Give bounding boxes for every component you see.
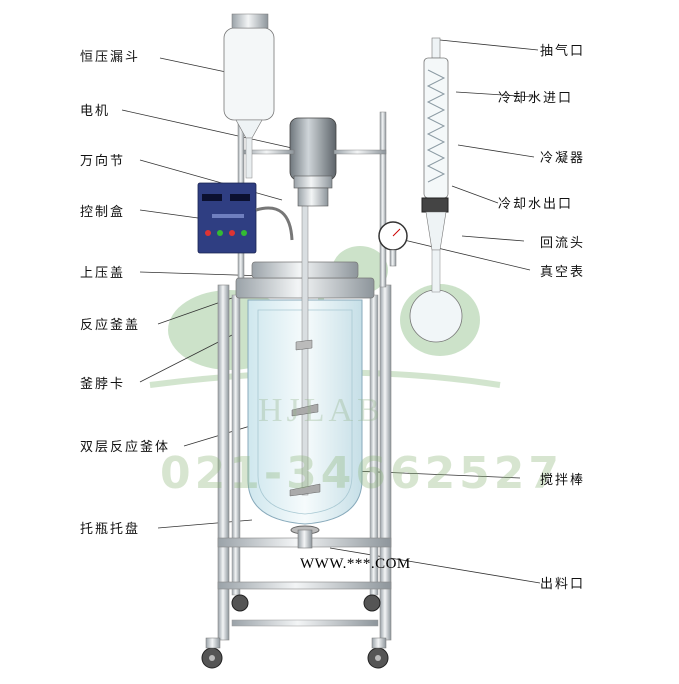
casters [201,594,389,669]
motor-assembly [243,117,387,207]
label-universal-joint: 万向节 [80,154,126,169]
label-control-box: 控制盒 [80,205,126,220]
label-constant-pressure-funnel: 恒压漏斗 [80,50,141,65]
label-motor: 电机 [80,104,111,119]
label-reactor-lid: 反应釜盖 [80,318,141,333]
label-upper-pressure-cover: 上压盖 [80,266,126,281]
vacuum-gauge-dial [378,221,408,267]
label-stirring-rod: 搅拌棒 [540,473,586,488]
label-cooling-water-inlet: 冷却水进口 [498,91,574,106]
label-reflux-head: 回流头 [540,236,586,251]
stirrer [289,189,321,497]
label-double-layer-vessel: 双层反应釜体 [80,440,171,455]
label-flask-tray: 托瓶托盘 [80,522,141,537]
label-vacuum-gauge: 真空表 [540,265,586,280]
label-condenser: 冷凝器 [540,151,586,166]
watermark-phone: 021-34662527 [160,448,564,499]
label-discharge-port: 出料口 [540,577,586,592]
label-neck-clamp: 釜脖卡 [80,377,126,392]
watermark-brand: HJLAB [258,392,384,429]
label-vacuum-outlet: 抽气口 [540,44,586,59]
control-box-unit [197,182,294,254]
website-text: WWW.***.COM [300,556,411,572]
label-cooling-water-outlet: 冷却水出口 [498,197,574,212]
funnel-assembly [223,13,275,179]
condenser-unit [409,37,463,343]
